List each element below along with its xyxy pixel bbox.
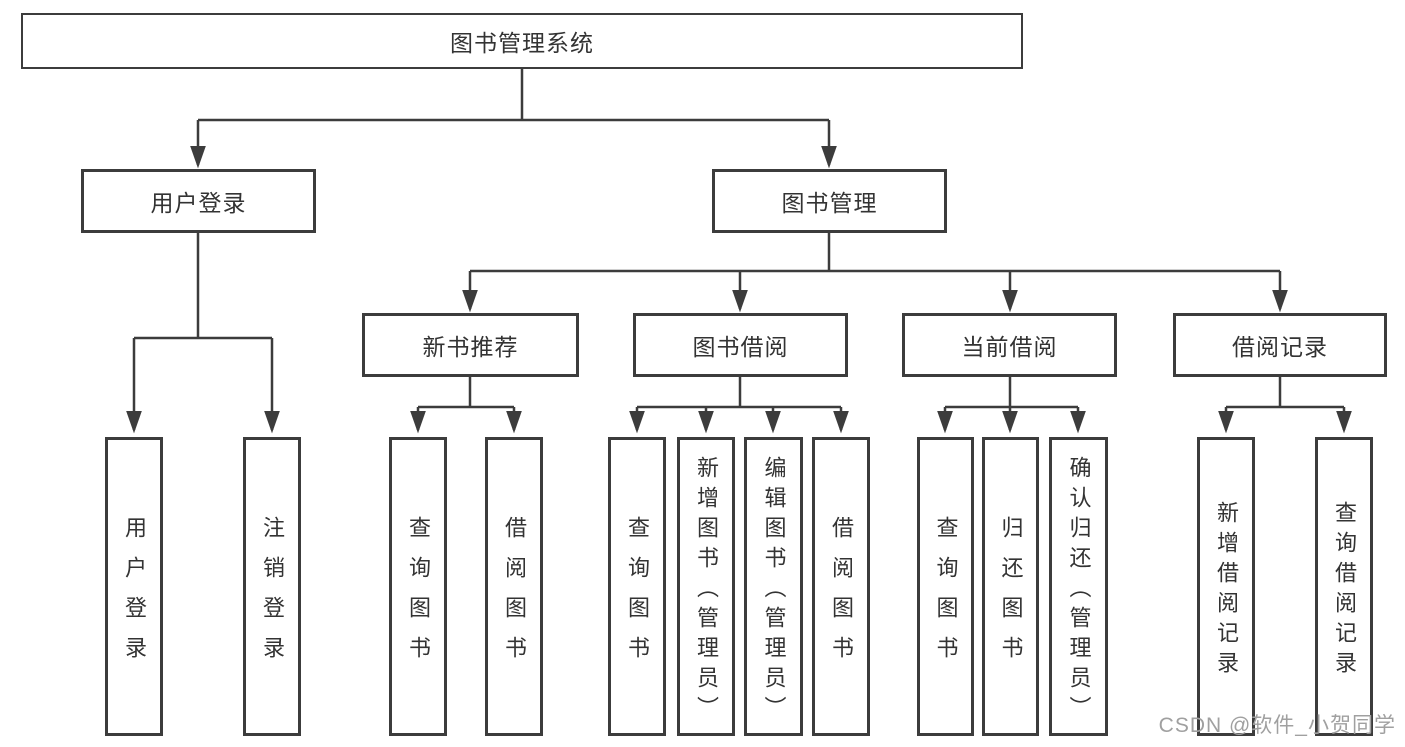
connector-book-borrow-branch [637,377,841,409]
node-label: 查询借阅记录 [1332,500,1357,681]
node-label: 借阅图书 [502,515,527,676]
node-label: 确认归还（管理员） [1066,455,1092,726]
node-label: 用户登录 [122,515,147,676]
connector-borrow-records-branch [1226,377,1344,409]
leaf-confirm-return-admin: 确认归还（管理员） [1049,437,1108,736]
node-label: 借阅图书 [829,515,854,676]
node-label: 编辑图书（管理员） [761,455,787,726]
node-label: 图书管理 [781,190,878,216]
node-borrow-records: 借阅记录 [1173,313,1387,377]
node-label: 注销登录 [260,515,285,676]
leaf-logout: 注销登录 [243,437,301,736]
connector-current-borrow-branch [945,377,1078,409]
node-book-management: 图书管理 [712,169,947,233]
node-label: 图书管理系统 [450,30,594,56]
node-library-management-system: 图书管理系统 [21,13,1023,69]
node-new-book-recommend: 新书推荐 [362,313,579,377]
connector-root-branch [198,69,829,122]
leaf-user-login: 用户登录 [105,437,163,736]
node-label: 查询图书 [625,515,650,676]
leaf-query-books-current: 查询图书 [917,437,974,736]
connector-user-login-branch [134,233,272,340]
leaf-query-borrow-record: 查询借阅记录 [1315,437,1373,736]
leaf-query-books-recommend: 查询图书 [389,437,447,736]
node-label: 当前借阅 [961,334,1058,360]
node-label: 新增借阅记录 [1214,500,1239,681]
leaf-add-books-admin: 新增图书（管理员） [677,437,735,736]
node-label: 用户登录 [150,190,247,216]
leaf-return-books: 归还图书 [982,437,1039,736]
node-label: 图书借阅 [692,334,789,360]
leaf-edit-books-admin: 编辑图书（管理员） [744,437,803,736]
csdn-watermark: CSDN @软件_小贺同学 [1158,714,1396,737]
leaf-borrow-books-recommend: 借阅图书 [485,437,543,736]
node-label: 查询图书 [406,515,431,676]
leaf-query-books-borrow: 查询图书 [608,437,666,736]
node-label: 查询图书 [933,515,959,676]
connector-new-book-recommend-branch [418,377,514,409]
node-label: 新书推荐 [422,334,519,360]
connector-book-management-branch [470,233,1280,273]
node-label: 借阅记录 [1232,334,1328,360]
node-current-borrow: 当前借阅 [902,313,1117,377]
node-label: 新增图书（管理员） [694,455,719,726]
node-user-login: 用户登录 [81,169,316,233]
leaf-borrow-books: 借阅图书 [812,437,870,736]
leaf-add-borrow-record: 新增借阅记录 [1197,437,1255,736]
node-book-borrow: 图书借阅 [633,313,848,377]
node-label: 归还图书 [998,515,1024,676]
